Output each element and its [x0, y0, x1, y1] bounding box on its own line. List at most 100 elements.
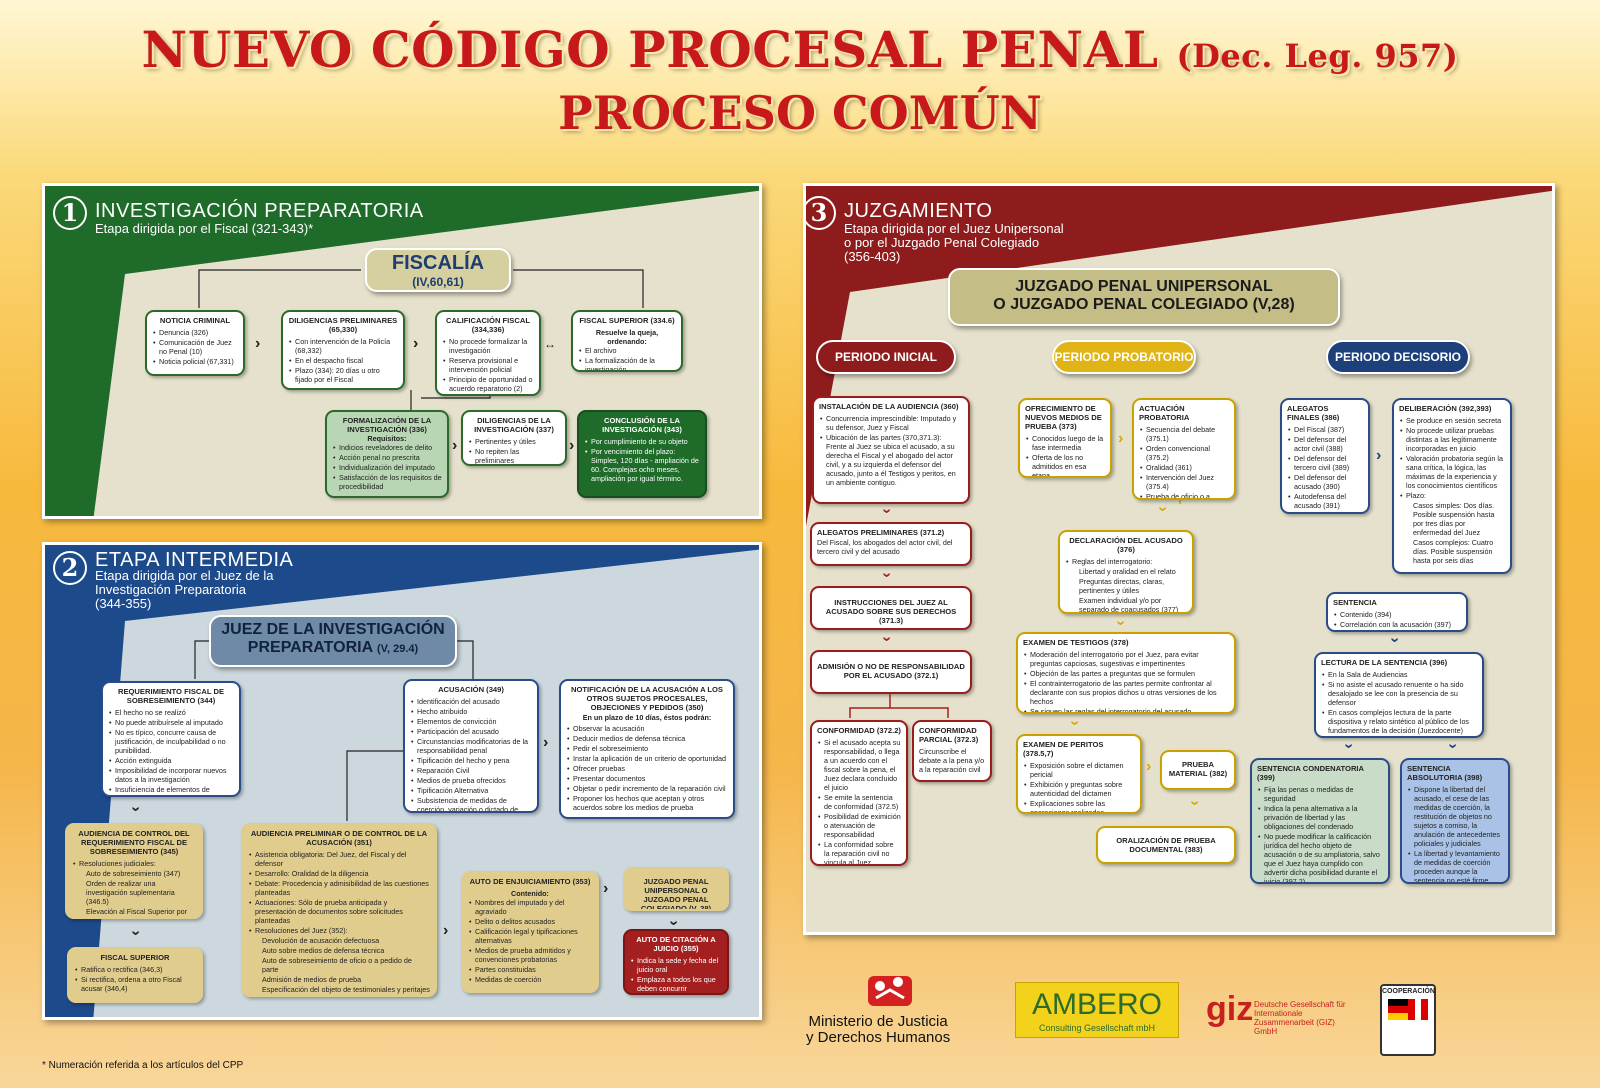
box-subtitle: Contenido: — [511, 889, 549, 898]
item-list: Si el acusado acepta su responsabilidad,… — [817, 738, 901, 864]
box-title: FISCAL SUPERIOR — [100, 953, 170, 962]
list-item: El hecho no se realizó — [109, 708, 234, 717]
section-number: 2 — [53, 551, 87, 585]
arrow-right-icon: › — [543, 734, 549, 751]
item-list: Del Fiscal (387)Del defensor del actor c… — [1287, 425, 1363, 510]
list-item: Tipificación Alternativa — [411, 786, 532, 795]
box-subtitle: Resuelve la queja, ordenando: — [595, 328, 659, 346]
section-subtitle-2: Investigación Preparatoria — [95, 582, 247, 597]
conformidad-parcial-box: CONFORMIDAD PARCIAL (372.3) Circunscribe… — [912, 720, 992, 782]
list-item: Subsistencia de medidas de coerción, var… — [411, 796, 532, 811]
item-list: El archivoLa formalización de la investi… — [578, 346, 676, 370]
box-title: OFRECIMIENTO DE NUEVOS MEDIOS DE PRUEBA … — [1025, 404, 1102, 431]
item-list: Asistencia obligatoria: Del Juez, del Fi… — [248, 850, 430, 935]
list-item: Si el acusado acepta su responsabilidad,… — [818, 738, 901, 792]
arrow-down-icon: › — [1066, 720, 1084, 726]
item-list: Identificación del acusadoHecho atribuid… — [410, 697, 532, 811]
list-item: Admisión de medios de prueba — [262, 975, 362, 984]
list-item: Con intervención de la Policía (68,332) — [289, 337, 398, 355]
list-item: Delito o delitos acusados — [469, 917, 592, 926]
list-item: No procede utilizar pruebas distintas a … — [1400, 426, 1505, 453]
list-item: Posibilidad de eximición o atenuación de… — [818, 812, 901, 839]
box-title: SENTENCIA ABSOLUTORIA (398) — [1407, 764, 1483, 782]
poster-subtitle: PROCESO COMÚN — [558, 86, 1042, 140]
item-list: Reglas del interrogatorio: — [1065, 557, 1187, 566]
list-item: Dispone la libertad del acusado, el cese… — [1408, 785, 1503, 848]
box-subtitle: Requisitos: — [367, 434, 407, 443]
list-item: Indica la pena alternativa a la privació… — [1258, 804, 1383, 831]
alegatos-finales-box: ALEGATOS FINALES (386) Del Fiscal (387)D… — [1280, 398, 1370, 514]
list-item: Denuncia (326) — [153, 328, 238, 337]
list-item: Proponer los hechos que aceptan y otros … — [567, 794, 728, 812]
item-list: Conocidos luego de la fase intermediaOfe… — [1025, 434, 1105, 476]
juzgado-penal-box: JUZGADO PENAL UNIPERSONAL O JUZGADO PENA… — [623, 867, 729, 911]
arrow-down-icon: › — [665, 920, 683, 926]
list-item: Se emite la sentencia de conformidad (37… — [818, 793, 901, 811]
list-item: Individualización del imputado — [333, 463, 442, 472]
list-item: Medios de prueba admitidos y convencione… — [469, 946, 592, 964]
box-title: FORMALIZACIÓN DE LA INVESTIGACIÓN (336) — [342, 416, 432, 434]
list-item: Principio de oportunidad o acuerdo repar… — [443, 375, 534, 393]
list-item: Elementos de convicción — [411, 717, 532, 726]
periodo-probatorio: PERIODO PROBATORIO — [1052, 340, 1196, 374]
list-item: La libertad y levantamiento de medidas d… — [1408, 849, 1503, 882]
list-item: En casos complejos lectura de la parte d… — [1322, 708, 1477, 735]
ministerio-logo — [866, 968, 916, 1012]
box-text: Del Fiscal, los abogados del actor civil… — [817, 538, 953, 556]
list-item: Exhibición y preguntas sobre autenticida… — [1024, 780, 1135, 798]
box-title: PRUEBA MATERIAL (382) — [1168, 760, 1228, 778]
box-title: ORALIZACIÓN DE PRUEBA DOCUMENTAL (383) — [1116, 836, 1216, 854]
list-item: Objetar o pedir incremento de la reparac… — [567, 784, 728, 793]
list-item: Orden convencional (375.2) — [1140, 444, 1229, 462]
list-item: Circunstancias modificatorias de la resp… — [411, 737, 532, 755]
list-item: El archivo — [579, 346, 676, 355]
list-item: Resoluciones del Juez (352): — [249, 926, 430, 935]
box-title: NOTIFICACIÓN DE LA ACUSACIÓN A LOS OTROS… — [570, 685, 723, 712]
juzgado-line-1: JUZGADO PENAL UNIPERSONAL — [1015, 278, 1273, 295]
list-item: Noticia policial (67,331) — [153, 357, 238, 366]
list-item: Libertad y oralidad en el relato — [1079, 567, 1176, 576]
juez-box: JUEZ DE LA INVESTIGACIÓN PREPARATORIA (V… — [209, 615, 457, 667]
list-item: Ratifica o rectifica (346,3) — [75, 965, 196, 974]
arrow-right-icon: › — [1146, 758, 1152, 775]
list-item: Desarrollo: Oralidad de la diligencia — [249, 869, 430, 878]
list-item: Auto sobre medios de defensa técnica — [262, 946, 385, 955]
list-item: Hecho atribuido — [411, 707, 532, 716]
box-title: CONFORMIDAD (372.2) — [817, 726, 901, 735]
list-item: Elevación al Fiscal Superior por conside… — [86, 907, 195, 917]
item-list: En la Sala de AudienciasSi no asiste el … — [1321, 670, 1477, 735]
list-item: Se produce en sesión secreta — [1400, 416, 1505, 425]
section-number: 3 — [806, 196, 836, 230]
list-item: Indica la sede y fecha del juicio oral — [631, 956, 722, 974]
list-item: Nombres del imputado y del agraviado — [469, 898, 592, 916]
list-item: En el despacho fiscal — [289, 356, 398, 365]
fiscalia-title: FISCALÍA — [391, 252, 485, 274]
item-list: Auto de sobreseimiento (347)Orden de rea… — [72, 869, 196, 917]
arrow-down-icon: › — [1186, 800, 1204, 806]
list-item: Pertinentes y útiles — [469, 437, 560, 446]
fiscal-superior-box: FISCAL SUPERIOR (334.6) Resuelve la quej… — [571, 310, 683, 372]
list-item: El contrainterrogatorio de las partes pe… — [1024, 679, 1229, 706]
list-item: No es típico, concurre causa de justific… — [109, 728, 234, 755]
list-item: Ofrecer pruebas — [567, 764, 728, 773]
section-subtitle-1: Etapa dirigida por el Juez de la — [95, 568, 274, 583]
panel-etapa-intermedia: 2 ETAPA INTERMEDIA Etapa dirigida por el… — [42, 542, 762, 1020]
item-list: Secuencia del debate (375.1)Orden conven… — [1139, 425, 1229, 498]
item-list: Moderación del interrogatorio por el Jue… — [1023, 650, 1229, 712]
list-item: Oralidad (361) — [1140, 463, 1229, 472]
box-title: DECLARACIÓN DEL ACUSADO (376) — [1069, 536, 1183, 554]
arrow-down-icon: › — [1444, 743, 1462, 749]
list-item: Reserva provisional e intervención polic… — [443, 356, 534, 374]
sentencia-box: SENTENCIA Contenido (394)Correlación con… — [1326, 592, 1468, 632]
box-title: AUTO DE CITACIÓN A JUICIO (355) — [636, 935, 716, 953]
item-list: Pertinentes y útilesNo repiten las preli… — [468, 437, 560, 464]
section-subtitle: Etapa dirigida por el Fiscal (321-343)* — [95, 221, 314, 236]
panel-investigacion: 1 INVESTIGACIÓN PREPARATORIA Etapa dirig… — [42, 183, 762, 519]
audiencia-sobreseimiento-box: AUDIENCIA DE CONTROL DEL REQUERIMIENTO F… — [65, 823, 203, 919]
juzgado-header-box: JUZGADO PENAL UNIPERSONAL O JUZGADO PENA… — [948, 268, 1340, 326]
item-list: Se produce en sesión secretaNo procede u… — [1399, 416, 1505, 500]
list-item: Orden de realizar una investigación supl… — [86, 879, 175, 906]
item-list: Contenido (394)Correlación con la acusac… — [1333, 610, 1461, 629]
list-item: Conocidos luego de la fase intermedia — [1026, 434, 1105, 452]
